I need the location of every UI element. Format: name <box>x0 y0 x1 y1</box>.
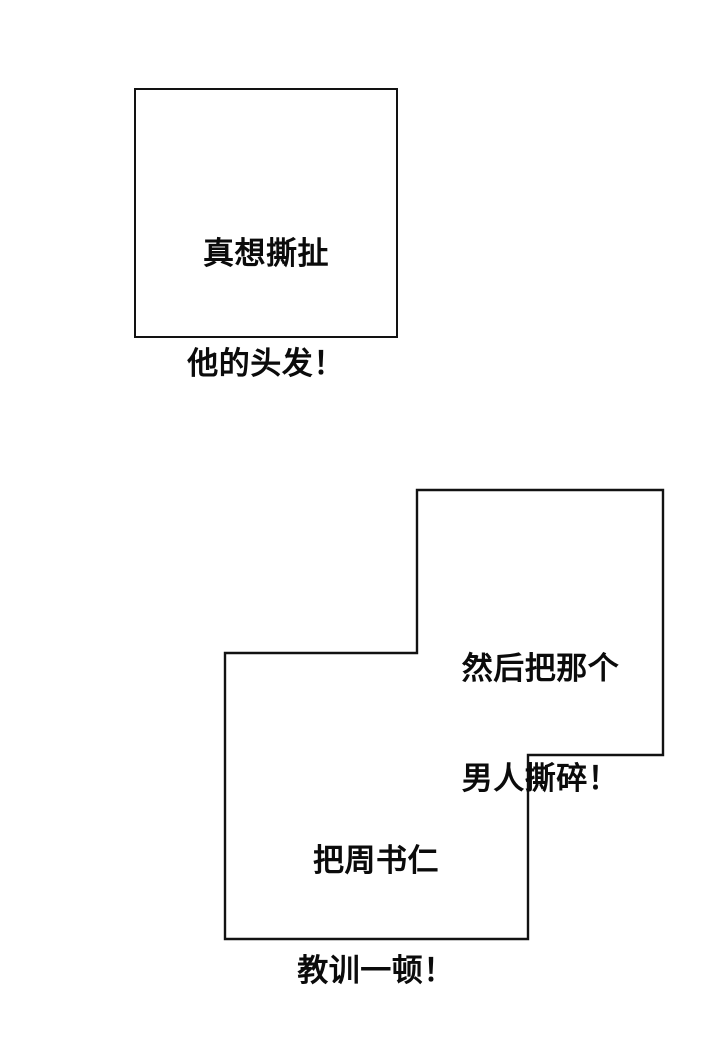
dialogue-line-2: 男人撕碎！ <box>461 760 620 796</box>
dialogue-line-1: 真想撕扯 <box>203 236 329 272</box>
stepped-panel-outline-path <box>223 488 665 941</box>
dialogue-line-2: 他的头发！ <box>187 345 345 381</box>
dialogue-line-1: 把周书仁 <box>313 843 439 879</box>
comic-panel-group-stepped <box>223 488 665 941</box>
dialogue-text-panel-1: 真想撕扯 他的头发！ <box>134 163 398 456</box>
dialogue-text-panel-2: 然后把那个 男人撕碎！ <box>417 578 664 871</box>
comic-panel-1 <box>134 88 398 338</box>
dialogue-line-1: 然后把那个 <box>461 651 620 687</box>
dialogue-text-panel-3: 把周书仁 教训一顿！ <box>224 770 528 1063</box>
comic-page: 真想撕扯 他的头发！ 然后把那个 男人撕碎！ 把周书仁 教训一顿！ <box>134 88 665 988</box>
stepped-panel-outline-svg <box>223 488 665 941</box>
dialogue-line-2: 教训一顿！ <box>297 952 455 988</box>
